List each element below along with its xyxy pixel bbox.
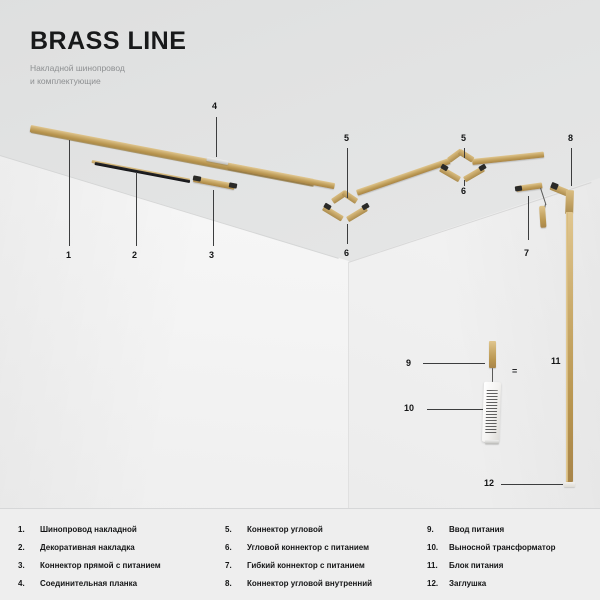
callout-label-6a: 6: [344, 248, 350, 258]
subtitle-line-2: и комплектующие: [30, 76, 101, 87]
legend-item-number: 9.: [427, 525, 434, 534]
legend-item: 8. Коннектор угловой внутренний: [225, 579, 425, 588]
legend-item-text: Соединительная планка: [40, 579, 138, 588]
legend-item-number: 6.: [225, 543, 232, 552]
callout-label-8: 8: [568, 133, 574, 143]
legend-column-2: 5. Коннектор угловой 6. Угловой коннекто…: [225, 525, 425, 597]
legend-item: 12. Заглушка: [427, 579, 597, 588]
legend-item-number: 2.: [18, 543, 25, 552]
vertical-track-main: [566, 212, 573, 482]
callout-label-4: 4: [212, 101, 218, 111]
legend-item-number: 4.: [18, 579, 25, 588]
callout-label-10: 10: [404, 403, 415, 413]
legend-item: 11. Блок питания: [427, 561, 597, 570]
wall-corner-edge: [348, 262, 349, 508]
leader-line-2: [136, 172, 137, 246]
legend-column-1: 1. Шинопровод накладной 2. Декоративная …: [18, 525, 228, 597]
legend-panel: 1. Шинопровод накладной 2. Декоративная …: [0, 509, 600, 600]
equals-sign: =: [512, 366, 518, 376]
legend-item-text: Гибкий коннектор с питанием: [247, 561, 365, 570]
inner-corner-connector-arm-b: [565, 190, 574, 215]
leader-line-7: [528, 196, 529, 240]
callout-label-7: 7: [524, 248, 530, 258]
legend-item-number: 12.: [427, 579, 439, 588]
legend-item-text: Заглушка: [449, 579, 487, 588]
callout-label-1: 1: [66, 250, 72, 260]
legend-item: 5. Коннектор угловой: [225, 525, 425, 534]
legend-item-text: Выносной трансформатор: [449, 543, 556, 552]
legend-item-text: Шинопровод накладной: [40, 525, 137, 534]
legend-item-number: 10.: [427, 543, 439, 552]
legend-item-number: 11.: [427, 561, 438, 570]
power-input-cable: [492, 368, 494, 382]
leader-line-8: [571, 148, 572, 186]
legend-item-number: 3.: [18, 561, 25, 570]
callout-label-5b: 5: [461, 133, 467, 143]
legend-column-3: 9. Ввод питания 10. Выносной трансформат…: [427, 525, 597, 597]
legend-item: 1. Шинопровод накладной: [18, 525, 228, 534]
subtitle-line-1: Накладной шинопровод: [30, 63, 125, 74]
power-input-connector: [489, 341, 496, 368]
legend-item: 3. Коннектор прямой с питанием: [18, 561, 228, 570]
header-block: BRASS LINE Накладной шинопровод и компле…: [30, 28, 186, 89]
flexible-connector-head-end: [514, 185, 523, 192]
legend-item: 6. Угловой коннектор с питанием: [225, 543, 425, 552]
callout-label-6b: 6: [461, 186, 467, 196]
page-title: BRASS LINE: [30, 27, 187, 55]
page-subtitle: Накладной шинопровод и комплектующие: [30, 62, 186, 88]
leader-line-5a: [347, 148, 348, 198]
callout-label-2: 2: [132, 250, 138, 260]
legend-item-text: Коннектор угловой внутренний: [247, 579, 373, 588]
transformer-end-cap: [485, 440, 499, 444]
legend-item-number: 5.: [225, 525, 232, 534]
callout-label-9: 9: [406, 358, 412, 368]
legend-item-number: 1.: [18, 525, 25, 534]
callout-label-3: 3: [209, 250, 215, 260]
callout-label-11: 11: [551, 356, 561, 366]
callout-label-5a: 5: [344, 133, 350, 143]
callout-label-12: 12: [484, 478, 495, 488]
legend-item-text: Блок питания: [449, 561, 504, 570]
legend-item: 4. Соединительная планка: [18, 579, 228, 588]
legend-divider: [0, 508, 600, 509]
legend-item-text: Ввод питания: [449, 525, 505, 534]
leader-line-5b: [464, 148, 465, 158]
legend-item-number: 7.: [225, 561, 232, 570]
leader-line-4: [216, 117, 217, 157]
transformer-label-stripes: [485, 389, 498, 435]
leader-line-12: [501, 484, 563, 485]
legend-item-number: 8.: [225, 579, 232, 588]
legend-item: 9. Ввод питания: [427, 525, 597, 534]
leader-line-10: [427, 409, 483, 410]
leader-line-6a: [347, 224, 348, 244]
leader-line-9: [423, 363, 485, 364]
end-cap: [564, 482, 575, 487]
leader-line-1: [69, 140, 70, 246]
legend-item-text: Коннектор угловой: [247, 525, 323, 534]
remote-transformer: [481, 381, 502, 443]
legend-item: 2. Декоративная накладка: [18, 543, 228, 552]
legend-item-text: Коннектор прямой с питанием: [40, 561, 161, 570]
legend-item-text: Угловой коннектор с питанием: [247, 543, 370, 552]
legend-item: 10. Выносной трансформатор: [427, 543, 597, 552]
leader-line-3: [213, 190, 214, 246]
legend-item: 7. Гибкий коннектор с питанием: [225, 561, 425, 570]
vertical-track-highlight: [566, 212, 568, 482]
legend-item-text: Декоративная накладка: [40, 543, 135, 552]
room-illustration: BRASS LINE Накладной шинопровод и компле…: [0, 0, 600, 508]
leader-line-6b: [464, 180, 465, 186]
